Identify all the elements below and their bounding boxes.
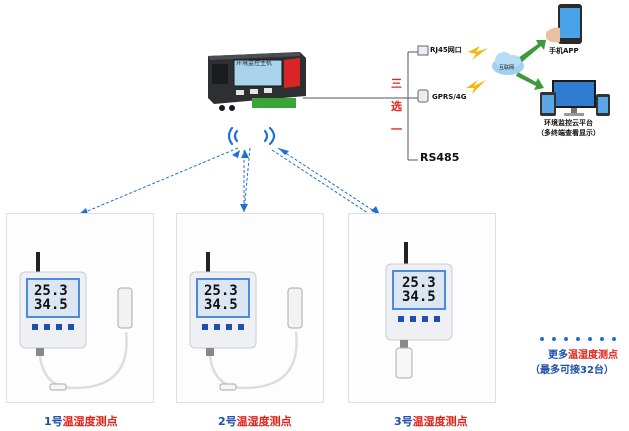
more-dots	[540, 326, 624, 345]
sensor-hum-2: 34.5	[204, 297, 238, 313]
sensor-temp-1: 25.3	[34, 283, 68, 299]
app-label: 手机APP	[549, 47, 579, 55]
more-red: 温湿度测点	[568, 350, 618, 361]
sensor-label-2: 温湿度测点	[236, 415, 292, 428]
sensor-label-3: 温湿度测点	[412, 415, 468, 428]
sensor-number-2: 2号	[218, 415, 237, 428]
sensor-temp-3: 25.3	[402, 275, 436, 291]
sensor-device-2	[189, 252, 303, 391]
platform-label: 环境监控云平台	[544, 119, 593, 127]
sensor-device-1	[19, 252, 133, 391]
sensor-label-1: 温湿度测点	[62, 415, 118, 428]
select-char-2: 选	[391, 100, 402, 113]
sensor-device-3	[385, 242, 453, 379]
more-line2: （最多可接32台）	[530, 365, 614, 376]
more-prefix: 更多	[548, 350, 568, 361]
sensor-number-1: 1号	[44, 415, 63, 428]
sensor-caption-2: 2号温湿度测点	[218, 410, 292, 429]
rs485-label: RS485	[420, 151, 460, 164]
phone-icon	[546, 4, 582, 44]
sensor-hum-1: 34.5	[34, 297, 68, 313]
more-line1: 更多温湿度测点	[548, 346, 618, 361]
sensor-number-3: 3号	[394, 415, 413, 428]
gprs-label: GPRS/4G	[432, 93, 467, 101]
sensor-caption-3: 3号温湿度测点	[394, 410, 468, 429]
platform-sub-label: （多终端查看显示）	[537, 129, 600, 137]
select-char-1: 三	[391, 77, 402, 90]
rj45-label: RJ45网口	[430, 46, 462, 54]
gateway-device	[208, 52, 306, 111]
monitor-icon	[540, 80, 610, 116]
sensor-temp-2: 25.3	[204, 283, 238, 299]
sensor-hum-3: 34.5	[402, 289, 436, 305]
cloud-label: 互联网	[499, 65, 515, 71]
gateway-screen-title: 环境监控主机	[236, 60, 273, 67]
sensor-caption-1: 1号温湿度测点	[44, 410, 118, 429]
select-char-3: 一	[391, 123, 402, 136]
select-one-label: 三 选 一	[391, 72, 402, 141]
cloud-icon	[492, 52, 524, 75]
